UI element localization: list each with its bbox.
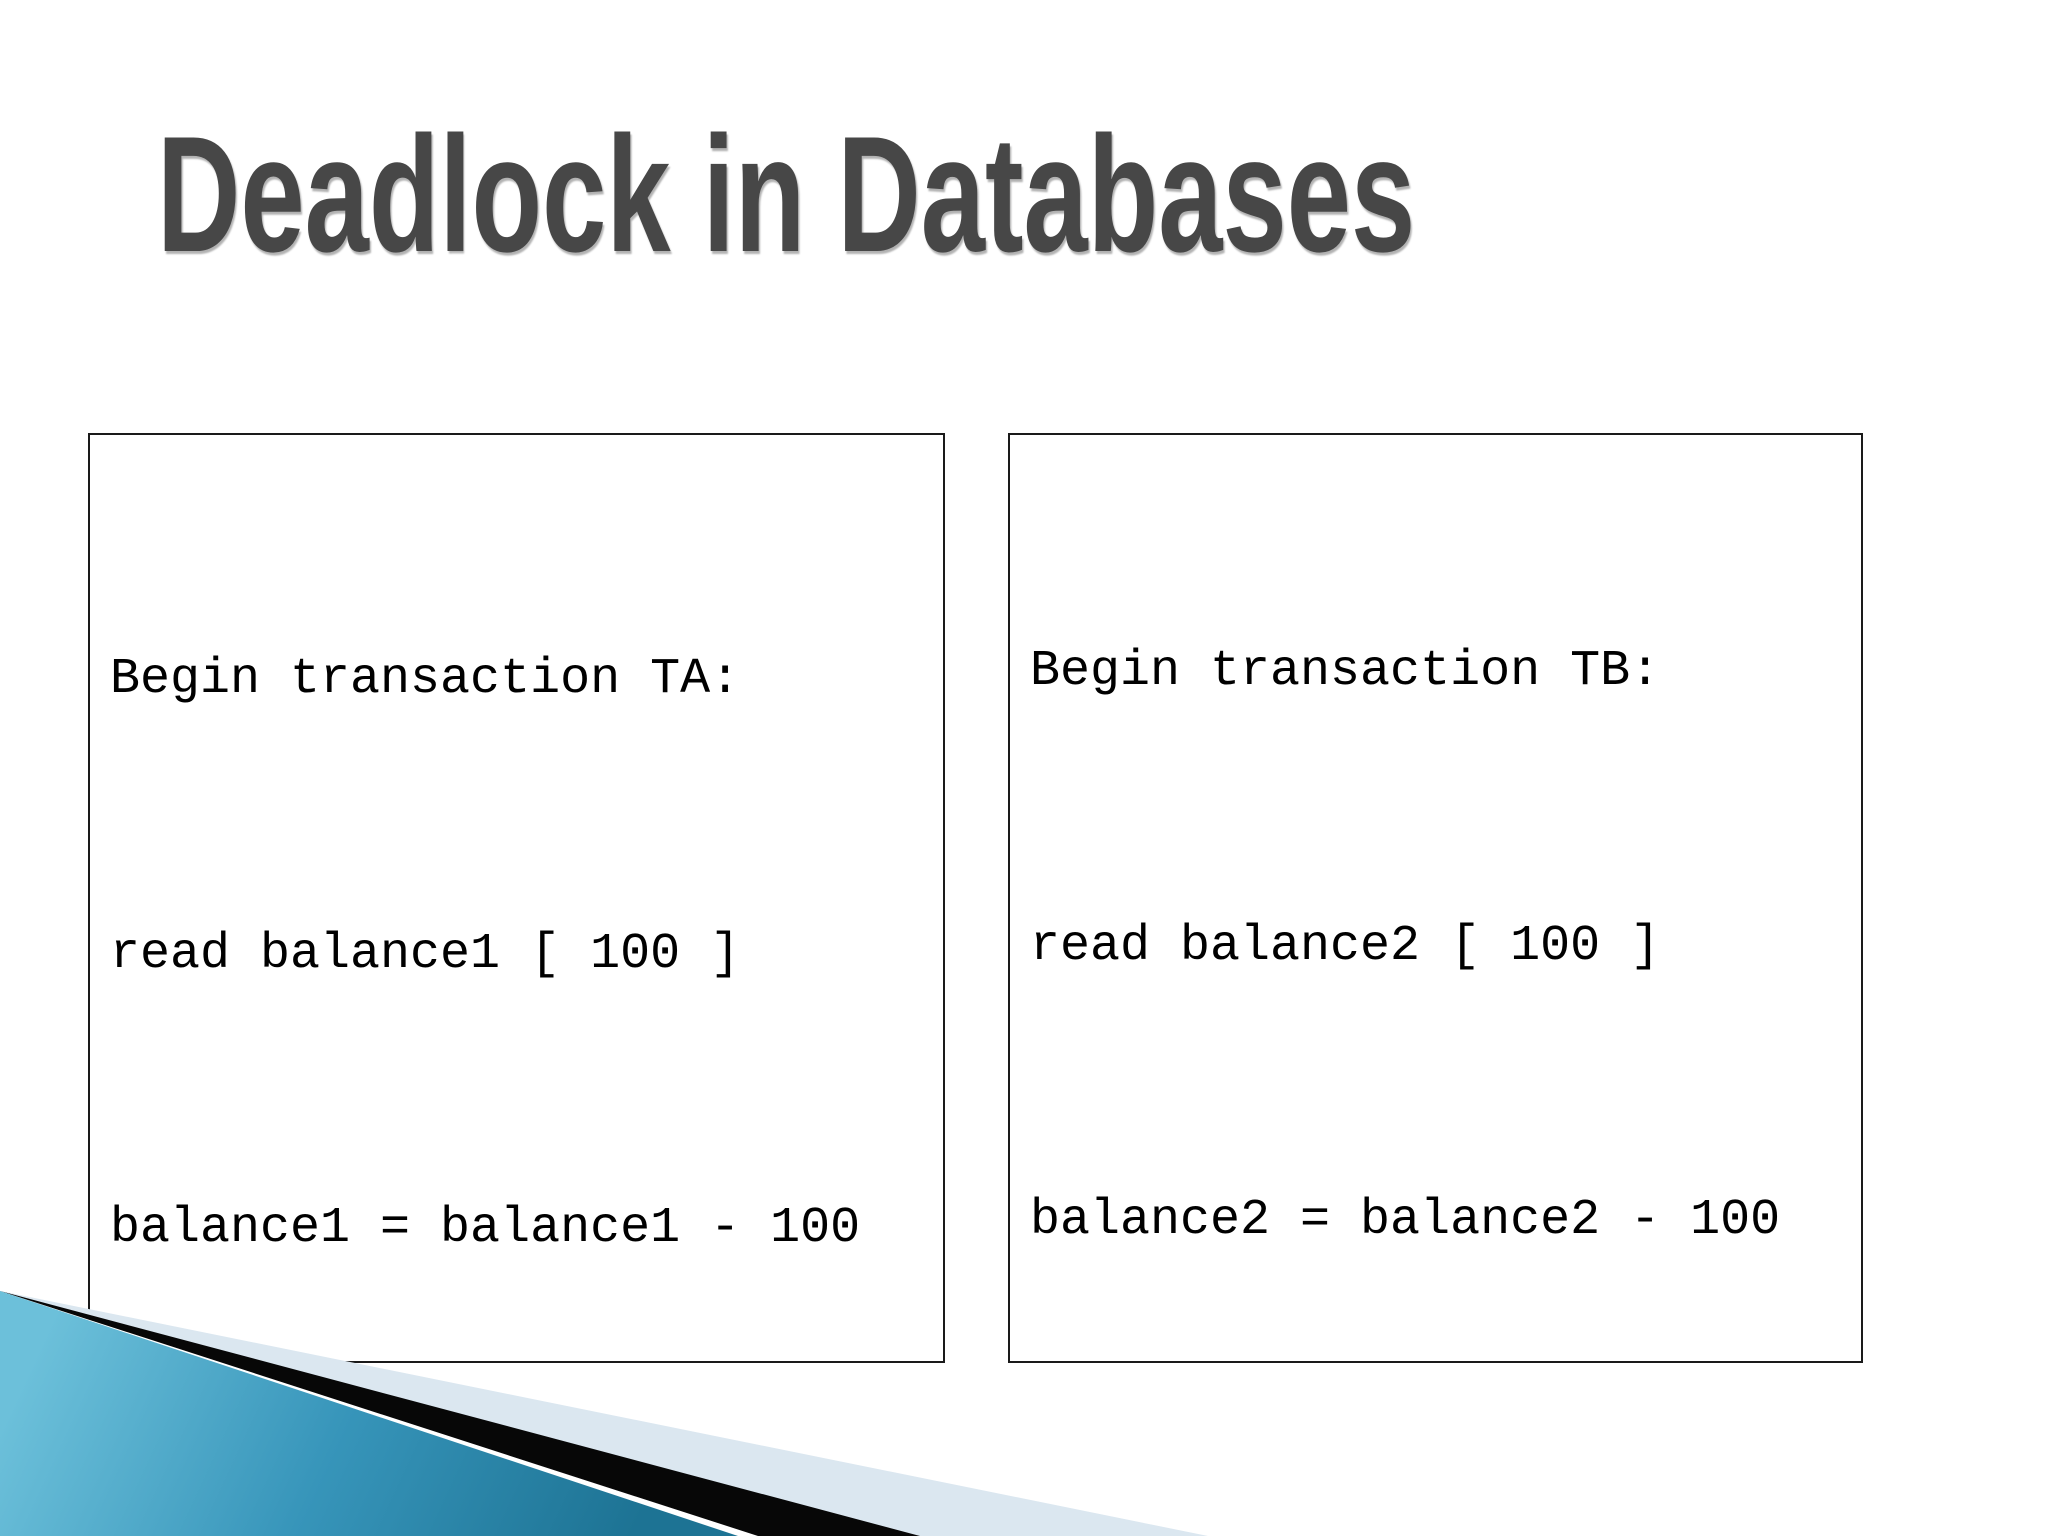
code-line: Begin transaction TA: [110, 651, 741, 708]
code-line: read balance1 [ 100 ] [110, 925, 741, 983]
transaction-box-tb: Begin transaction TB: read balance2 [ 10… [1008, 433, 1863, 1363]
code-line: read balance2 [ 100 ] [1030, 917, 1661, 975]
code-line: balance2 = balance2 - 100 [1030, 1192, 1781, 1249]
code-line: Begin transaction TB: [1030, 643, 1661, 700]
page-title: Deadlock in Databases [157, 102, 1416, 286]
transaction-box-ta: Begin transaction TA: read balance1 [ 10… [88, 433, 945, 1363]
code-line: balance1 = balance1 - 100 [110, 1200, 861, 1257]
